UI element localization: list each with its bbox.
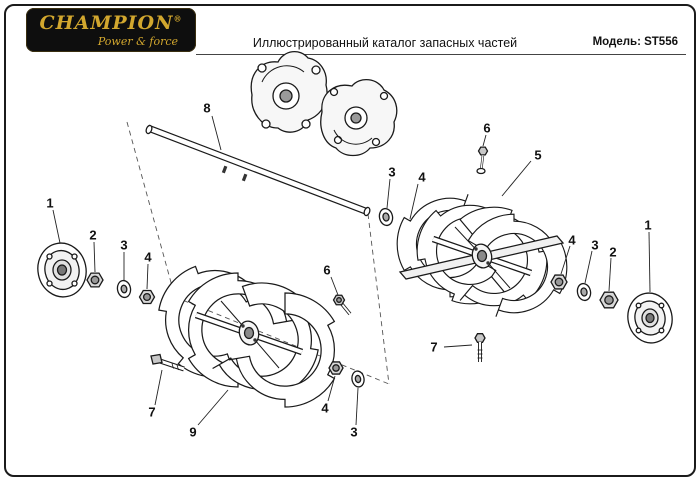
callout-4-right: 4 (568, 232, 576, 248)
callout-4-lower: 4 (321, 400, 329, 416)
left-auger-assembly (141, 253, 366, 426)
right-bolt-7 (474, 333, 486, 362)
callout-2-left: 2 (89, 227, 97, 243)
callout-1-left: 1 (46, 195, 54, 211)
left-bolt-7 (150, 353, 185, 372)
registered-mark: ® (173, 13, 183, 24)
callout-3-right: 3 (591, 237, 599, 253)
callout-7-right: 7 (430, 339, 438, 355)
lower-washer-3 (351, 370, 365, 388)
logo-brand-text: CHAMPION® (39, 11, 183, 34)
lower-nut-4 (328, 361, 344, 375)
champion-logo: CHAMPION® Power & force (26, 8, 196, 52)
callout-6-middle: 6 (323, 262, 331, 278)
callout-3-left: 3 (120, 237, 128, 253)
left-nut-2 (86, 272, 104, 288)
model-label: Модель: ST556 (592, 36, 678, 48)
right-auger-assembly (384, 188, 580, 323)
callout-8-shaft: 8 (203, 100, 211, 116)
right-washer-3 (576, 282, 592, 302)
callout-6-top: 6 (483, 120, 491, 136)
callout-leader-lines (52, 115, 651, 426)
shaft-washer-3 (378, 207, 394, 227)
left-nut-4 (138, 289, 156, 305)
callout-9-auger: 9 (189, 424, 197, 440)
left-flange-hub (37, 242, 87, 298)
gearbox-housing-right (320, 79, 398, 157)
logo-tagline: Power & force (97, 34, 178, 48)
middle-bolt-6 (332, 294, 352, 316)
left-washer-3 (116, 279, 132, 299)
exploded-parts-diagram (37, 51, 673, 426)
page-title: Иллюстрированный каталог запасных частей (252, 36, 518, 50)
callout-3-shaft: 3 (388, 164, 396, 180)
right-nut-4 (550, 274, 568, 290)
callout-2-right: 2 (609, 244, 617, 260)
dashed-projection-lines (126, 121, 390, 385)
right-nut-2 (599, 291, 619, 309)
drive-shaft (145, 124, 371, 217)
callout-7-left: 7 (148, 404, 156, 420)
callout-3-lower: 3 (350, 424, 358, 440)
callout-4-left: 4 (144, 249, 152, 265)
logo-brand-word: CHAMPION (39, 11, 174, 34)
top-right-bolt-6 (476, 146, 489, 175)
callout-5-auger: 5 (534, 147, 542, 163)
right-flange-hub (627, 292, 673, 344)
gearbox-housing-left (250, 51, 328, 133)
header-divider (196, 54, 686, 55)
callout-1-right: 1 (644, 217, 652, 233)
callout-4-shaft: 4 (418, 169, 426, 185)
